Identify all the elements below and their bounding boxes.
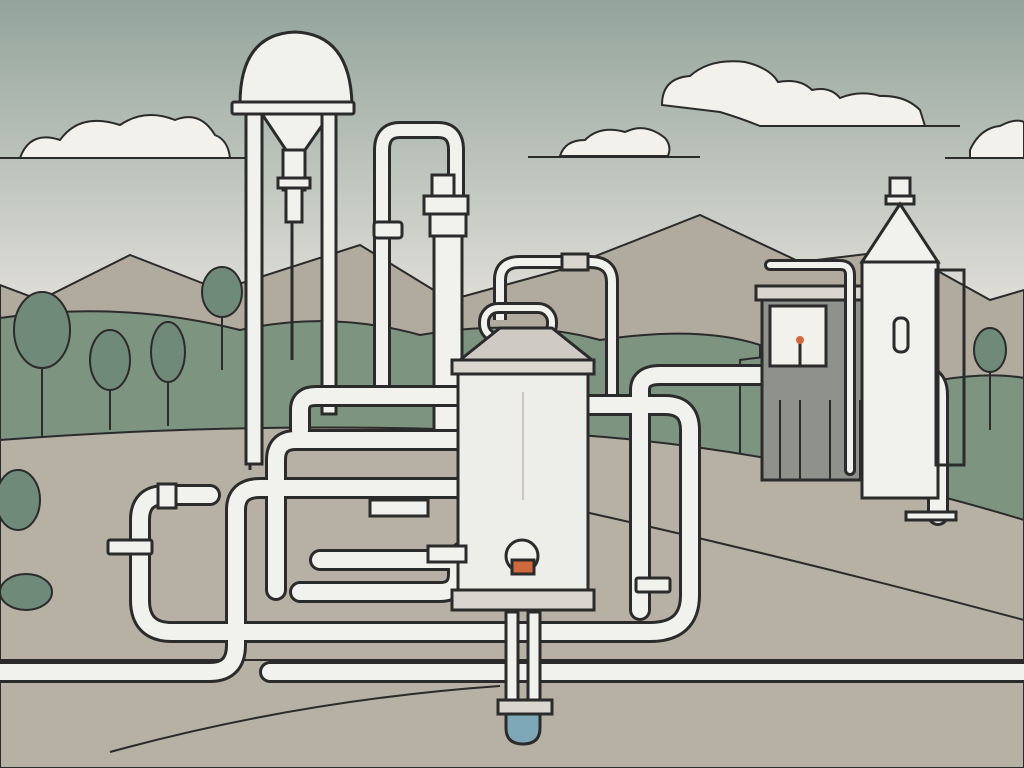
control-building — [754, 284, 898, 482]
digester-tank — [426, 302, 597, 612]
overhead-valve — [560, 252, 590, 272]
building-window — [768, 304, 828, 368]
water-tower-dome — [238, 30, 354, 106]
water-tower — [230, 30, 356, 470]
tree-3 — [150, 321, 186, 383]
bush-left — [0, 573, 53, 611]
trees-right — [973, 327, 1007, 430]
overhead-pipe — [493, 252, 619, 400]
cloud-middle — [558, 127, 671, 157]
clouds — [0, 60, 1024, 159]
tree-2 — [89, 329, 131, 391]
tree-6 — [973, 327, 1007, 373]
tree-1 — [13, 291, 71, 369]
tree-4 — [201, 266, 243, 318]
right-pipes — [764, 259, 856, 476]
silo-right — [859, 176, 966, 500]
pipe-couplings — [106, 482, 958, 594]
drain-pipe — [496, 610, 554, 746]
drain-bulb — [504, 712, 542, 746]
tree-5 — [0, 469, 41, 531]
trees-left — [0, 266, 243, 611]
tank-valve — [510, 558, 536, 576]
cloud-right — [660, 60, 927, 127]
cloud-left — [0, 114, 232, 159]
